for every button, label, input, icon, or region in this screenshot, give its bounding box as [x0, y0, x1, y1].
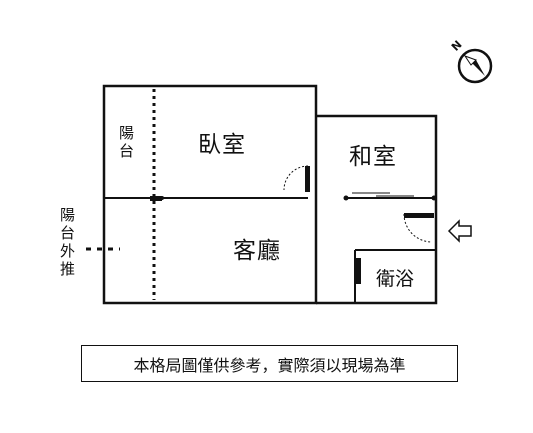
entrance-door-swing [403, 213, 433, 243]
door-leaf [305, 166, 310, 192]
disclaimer-box: 本格局圖僅供參考，實際須以現場為準 [81, 345, 458, 382]
door-pivot [343, 195, 349, 201]
bathroom-label: 衛浴 [376, 268, 415, 290]
door-pivot [160, 196, 164, 200]
door-leaf [356, 258, 361, 284]
door-leaf [150, 196, 162, 201]
balcony-label: 陽 台 [119, 124, 135, 160]
japanese-room-label: 和室 [349, 144, 397, 170]
outer-wall-main [102, 84, 318, 305]
entrance-arrow-icon [447, 219, 472, 243]
compass-icon: N [449, 38, 493, 84]
outer-wall-east [316, 114, 438, 305]
door-pivot [431, 195, 437, 201]
disclaimer-text: 本格局圖僅供參考，實際須以現場為準 [133, 355, 406, 375]
compass-north-label: N [449, 38, 465, 54]
outer-balcony-note: 陽 台 外 推 [60, 206, 76, 278]
living-room-label: 客廳 [233, 238, 281, 264]
bedroom-door-swing [283, 165, 309, 191]
bedroom-label: 臥室 [198, 132, 246, 158]
door-leaf [404, 213, 434, 218]
